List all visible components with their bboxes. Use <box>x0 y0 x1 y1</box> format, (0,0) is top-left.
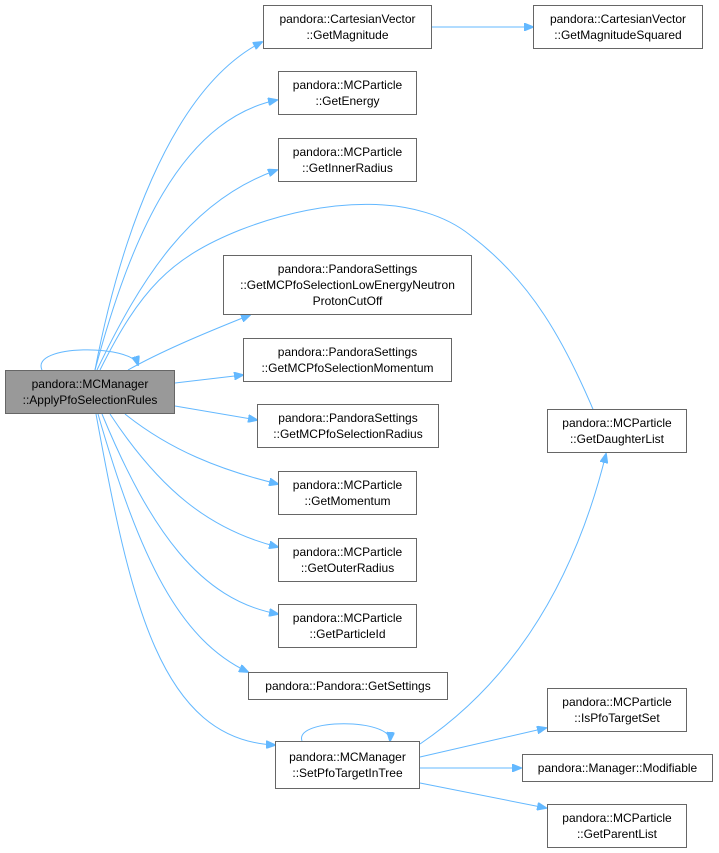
node-line: pandora::CartesianVector <box>549 12 687 26</box>
node-selection-radius[interactable]: pandora::PandoraSettings ::GetMCPfoSelec… <box>257 404 439 448</box>
edge-set-pfo-target-parent-list <box>419 782 546 808</box>
node-line: ::GetMCPfoSelectionRadius <box>273 427 423 441</box>
node-get-particle-id[interactable]: pandora::MCParticle ::GetParticleId <box>278 604 417 648</box>
node-line: pandora::MCManager <box>31 377 149 391</box>
node-line: ProtonCutOff <box>312 294 383 308</box>
node-line: pandora::PandoraSettings <box>278 411 418 425</box>
edge-root-set-pfo-target <box>95 413 275 745</box>
edge-set-pfo-target-self <box>301 723 390 741</box>
node-get-energy[interactable]: pandora::MCParticle ::GetEnergy <box>278 71 417 115</box>
node-line: pandora::Pandora::GetSettings <box>265 679 431 693</box>
node-line: pandora::CartesianVector <box>279 12 416 26</box>
node-modifiable[interactable]: pandora::Manager::Modifiable <box>522 754 713 782</box>
edge-root-self <box>40 349 138 371</box>
node-line: pandora::MCParticle <box>562 416 672 430</box>
node-line: pandora::MCParticle <box>292 611 403 625</box>
edge-root-get-inner-radius <box>96 170 277 371</box>
node-line: ::GetMagnitude <box>306 28 389 42</box>
node-get-settings[interactable]: pandora::Pandora::GetSettings <box>248 672 448 700</box>
node-line: ::GetParentList <box>576 827 658 841</box>
edge-root-get-momentum <box>124 413 278 484</box>
node-line: ::GetEnergy <box>315 94 380 108</box>
node-line: pandora::MCManager <box>289 750 406 764</box>
node-line: pandora::MCParticle <box>292 478 403 492</box>
node-get-daughter-list[interactable]: pandora::MCParticle ::GetDaughterList <box>547 409 687 453</box>
node-apply-pfo-selection-rules: pandora::MCManager ::ApplyPfoSelectionRu… <box>5 370 175 414</box>
node-line: pandora::MCParticle <box>562 811 672 825</box>
node-get-outer-radius[interactable]: pandora::MCParticle ::GetOuterRadius <box>278 538 417 582</box>
node-selection-momentum[interactable]: pandora::PandoraSettings ::GetMCPfoSelec… <box>243 338 452 382</box>
node-low-energy-cutoff[interactable]: pandora::PandoraSettings ::GetMCPfoSelec… <box>223 255 472 315</box>
edge-set-pfo-target-daughter-list <box>419 454 606 745</box>
edge-set-pfo-target-is-set <box>419 728 546 758</box>
node-line: pandora::MCParticle <box>292 545 403 559</box>
node-get-magnitude-squared[interactable]: pandora::CartesianVector ::GetMagnitudeS… <box>533 5 703 49</box>
node-line: pandora::MCParticle <box>562 695 672 709</box>
edge-root-low-energy-cutoff <box>127 315 250 371</box>
edge-root-get-magnitude <box>94 42 262 371</box>
node-line: ::IsPfoTargetSet <box>574 711 660 725</box>
node-line: ::GetMomentum <box>304 494 391 508</box>
node-line: pandora::Manager::Modifiable <box>537 761 698 775</box>
node-line: ::GetDaughterList <box>569 432 665 446</box>
edge-root-selection-momentum <box>174 375 243 384</box>
node-line: pandora::PandoraSettings <box>277 345 418 359</box>
node-line: ::ApplyPfoSelectionRules <box>22 393 158 407</box>
node-line: ::GetParticleId <box>309 627 386 641</box>
node-is-pfo-target-set[interactable]: pandora::MCParticle ::IsPfoTargetSet <box>547 688 687 732</box>
node-get-inner-radius[interactable]: pandora::MCParticle ::GetInnerRadius <box>278 138 417 182</box>
node-line: pandora::PandoraSettings <box>277 262 418 276</box>
node-line: ::GetMCPfoSelectionMomentum <box>261 361 434 375</box>
node-get-parent-list[interactable]: pandora::MCParticle ::GetParentList <box>547 804 687 848</box>
node-get-momentum[interactable]: pandora::MCParticle ::GetMomentum <box>278 471 417 515</box>
node-get-magnitude[interactable]: pandora::CartesianVector ::GetMagnitude <box>263 5 432 49</box>
node-line: ::GetMagnitudeSquared <box>554 28 682 42</box>
edge-root-get-settings <box>97 413 248 672</box>
node-line: ::SetPfoTargetInTree <box>292 766 403 780</box>
edge-root-get-outer-radius <box>109 413 278 547</box>
node-set-pfo-target-in-tree[interactable]: pandora::MCManager ::SetPfoTargetInTree <box>275 741 420 789</box>
node-line: ::GetInnerRadius <box>302 161 393 175</box>
node-line: pandora::MCParticle <box>292 78 403 92</box>
edge-root-get-energy <box>94 100 277 371</box>
edge-root-get-daughter-list <box>99 203 600 426</box>
node-line: ::GetOuterRadius <box>300 561 395 575</box>
node-line: ::GetMCPfoSelectionLowEnergyNeutron <box>240 278 455 292</box>
edge-root-selection-radius <box>174 405 257 420</box>
node-line: pandora::MCParticle <box>292 145 403 159</box>
edge-root-get-particle-id <box>101 413 278 614</box>
